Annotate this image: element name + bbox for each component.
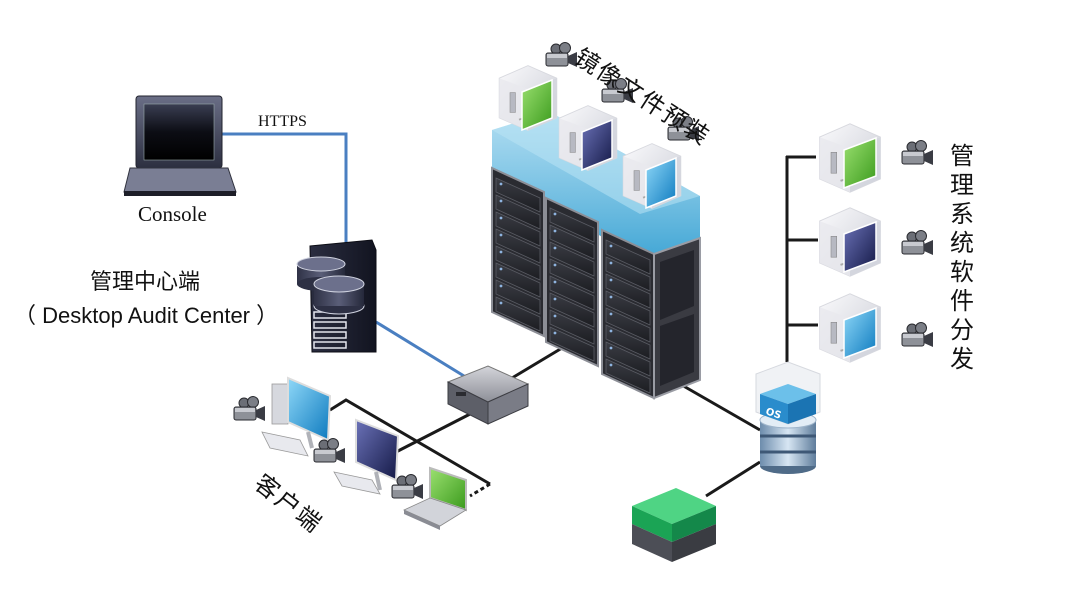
rack-unit	[549, 326, 595, 362]
rack-unit	[495, 262, 541, 298]
os-badge: OS	[764, 406, 782, 421]
rack-unit	[549, 309, 595, 345]
client-dashed-link	[469, 482, 491, 498]
vm-screen-navy	[581, 118, 613, 172]
status-led	[499, 301, 503, 305]
rack-unit	[495, 296, 541, 332]
status-led	[609, 329, 613, 333]
server-rack[interactable]	[491, 166, 545, 338]
network-switch[interactable]	[446, 365, 530, 425]
distributed-vm-1[interactable]	[818, 122, 882, 194]
os-cube: OS	[755, 361, 821, 425]
rack-unit	[605, 324, 651, 360]
console-laptop[interactable]	[123, 95, 237, 196]
client-laptop-green[interactable]	[403, 466, 467, 530]
management-center-server[interactable]	[296, 239, 377, 353]
management-center-label: 管理中心端	[90, 269, 201, 294]
drive-bays	[313, 311, 347, 349]
os-image-storage[interactable]: OS	[755, 361, 821, 474]
status-led	[499, 250, 503, 254]
server-rack[interactable]	[545, 196, 599, 368]
rack-unit	[605, 307, 651, 343]
status-led	[609, 261, 613, 265]
status-led	[499, 182, 503, 186]
rack-unit	[495, 228, 541, 264]
rack-unit	[549, 207, 595, 243]
vm-screen-green	[843, 136, 877, 190]
status-led	[553, 314, 557, 318]
status-led	[499, 267, 503, 271]
racks-to-storage-link	[679, 382, 761, 432]
client-desktop-navy[interactable]	[333, 418, 400, 495]
rack-unit	[605, 239, 651, 275]
camera-icon	[901, 322, 934, 348]
rack-unit	[549, 258, 595, 294]
preinstalled-vm-1[interactable]	[498, 64, 558, 132]
database-icon	[313, 275, 365, 315]
preinstalled-vm-3[interactable]	[622, 142, 682, 210]
distributed-vm-3[interactable]	[818, 292, 882, 364]
status-led	[609, 278, 613, 282]
rack-unit	[605, 358, 651, 394]
switch-to-clients-link	[395, 410, 475, 454]
rack-unit	[549, 241, 595, 277]
vm-screen-navy	[843, 220, 877, 274]
status-led	[499, 216, 503, 220]
status-led	[553, 297, 557, 301]
distributed-vm-2[interactable]	[818, 206, 882, 278]
rack-unit	[495, 211, 541, 247]
rack-unit	[549, 292, 595, 328]
rack-side-panel	[653, 236, 701, 400]
rack-unit	[549, 275, 595, 311]
status-led	[553, 246, 557, 250]
status-led	[499, 233, 503, 237]
status-led	[609, 346, 613, 350]
https-link	[218, 132, 348, 246]
camera-icon	[313, 438, 346, 464]
rack-unit	[549, 224, 595, 260]
camera-icon	[901, 230, 934, 256]
status-led	[609, 363, 613, 367]
https-label: HTTPS	[258, 113, 307, 130]
rack-unit	[495, 245, 541, 281]
client-ring-link	[329, 398, 491, 486]
status-led	[553, 229, 557, 233]
rack-unit	[495, 194, 541, 230]
status-led	[609, 312, 613, 316]
rack-unit	[495, 279, 541, 315]
rack-unit	[605, 273, 651, 309]
software-distribution-label: 管理系统软件分发	[950, 143, 974, 373]
console-label: Console	[138, 202, 207, 226]
vm-screen-cyan	[645, 156, 677, 210]
management-center-subtitle: （ Desktop Audit Center ）	[14, 303, 279, 328]
server-rack-cluster[interactable]	[491, 166, 701, 400]
camera-icon	[233, 396, 266, 422]
status-led	[553, 212, 557, 216]
rack-unit	[605, 256, 651, 292]
green-appliance[interactable]	[632, 488, 716, 562]
center-to-switch-link	[375, 320, 465, 378]
status-led	[553, 280, 557, 284]
status-led	[609, 244, 613, 248]
preinstalled-vm-2[interactable]	[558, 104, 618, 172]
rack-unit	[605, 290, 651, 326]
status-led	[553, 331, 557, 335]
vm-screen-green	[521, 78, 553, 132]
camera-icon	[901, 140, 934, 166]
rack-unit	[495, 177, 541, 213]
connections	[218, 132, 818, 498]
status-led	[499, 199, 503, 203]
status-led	[553, 263, 557, 267]
client-desktop-blue[interactable]	[261, 376, 332, 457]
status-led	[499, 284, 503, 288]
vm-screen-cyan	[843, 306, 877, 360]
server-rack[interactable]	[601, 228, 655, 400]
status-led	[609, 295, 613, 299]
rack-unit	[605, 341, 651, 377]
storage-to-appliance-link	[705, 460, 761, 498]
